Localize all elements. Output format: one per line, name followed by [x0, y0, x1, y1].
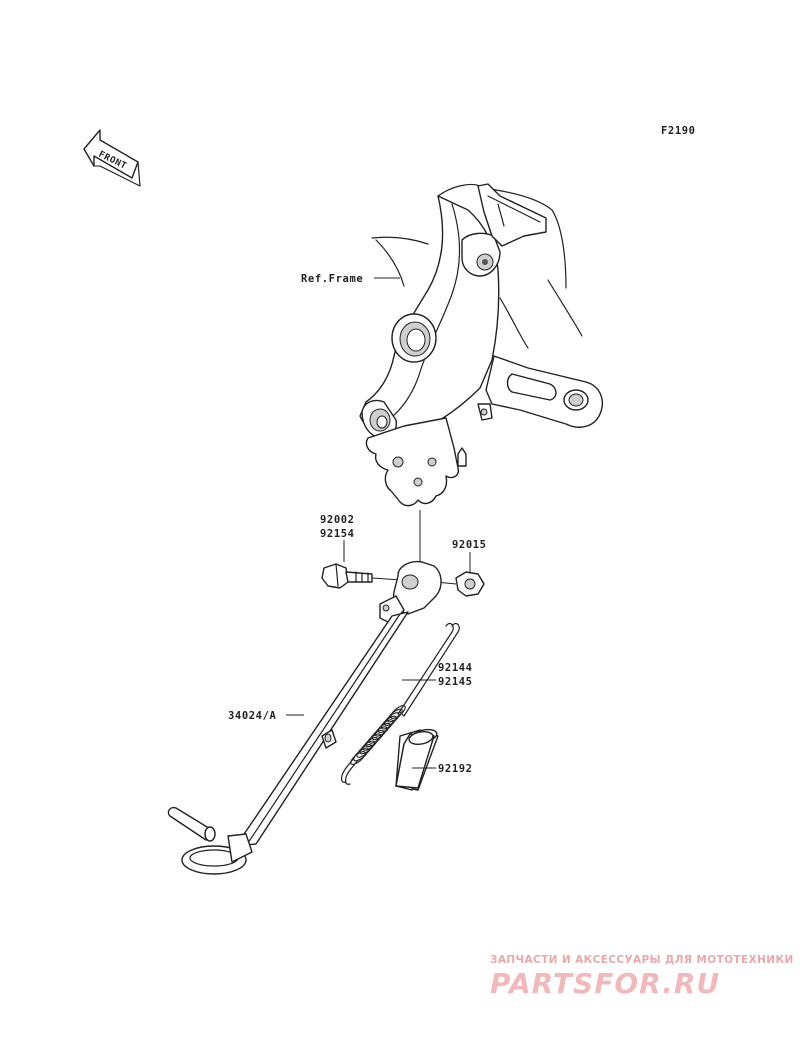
ref-frame-label: Ref.Frame: [301, 273, 363, 285]
watermark-tagline: ЗАПЧАСТИ И АКСЕССУАРЫ ДЛЯ МОТОТЕХНИКИ: [490, 954, 794, 966]
bolt-label-b: 92154: [320, 528, 355, 540]
side-stand: [167, 560, 442, 875]
figure-code: F2190: [661, 125, 696, 137]
nut: [455, 571, 485, 597]
return-spring: [340, 622, 460, 785]
stand-label: 34024/A: [228, 710, 277, 722]
watermark-brand: PARTSFOR.RU: [490, 967, 720, 1000]
pivot-bolt: [321, 563, 373, 589]
sleeve-label: 92192: [438, 763, 473, 775]
front-arrow-icon: FRONT: [83, 129, 141, 187]
spring-sleeve: [395, 728, 439, 791]
frame-drawing: [359, 183, 604, 507]
spring-label-a: 92144: [438, 662, 473, 674]
bolt-label-a: 92002: [320, 514, 355, 526]
spring-coil: [350, 751, 366, 765]
spring-label-b: 92145: [438, 676, 473, 688]
nut-label: 92015: [452, 539, 487, 551]
